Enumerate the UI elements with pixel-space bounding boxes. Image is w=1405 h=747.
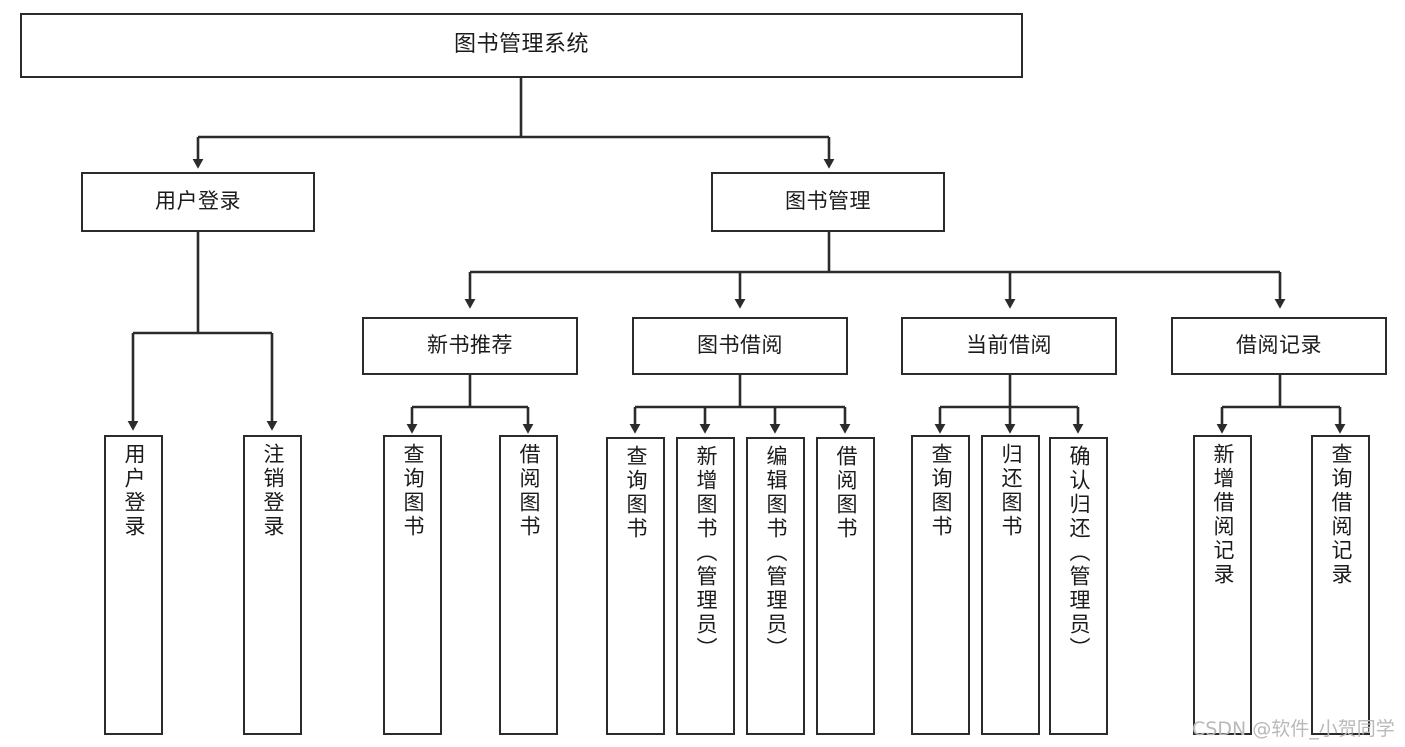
node-borrow-record[interactable]: 借阅记录 xyxy=(1171,317,1387,375)
leaf-user-login-signin[interactable]: 用户登录 xyxy=(104,435,163,735)
node-label: 查询借阅记录 xyxy=(1329,443,1353,587)
leaf-current-borrow-query[interactable]: 查询图书 xyxy=(911,435,970,735)
node-new-book-recommend[interactable]: 新书推荐 xyxy=(362,317,578,375)
node-label: 新增借阅记录 xyxy=(1211,443,1235,587)
node-label: 借阅图书 xyxy=(517,443,541,539)
leaf-current-borrow-return[interactable]: 归还图书 xyxy=(981,435,1040,735)
node-label: 归还图书 xyxy=(999,443,1023,539)
node-label: 确认归还（管理员） xyxy=(1067,445,1091,661)
node-label: 图书管理 xyxy=(785,189,871,214)
node-label: 用户登录 xyxy=(122,443,146,539)
leaf-new-book-query[interactable]: 查询图书 xyxy=(383,435,442,735)
leaf-book-borrow-edit[interactable]: 编辑图书（管理员） xyxy=(746,437,805,735)
leaf-new-book-borrow[interactable]: 借阅图书 xyxy=(499,435,558,735)
leaf-book-borrow-query[interactable]: 查询图书 xyxy=(606,437,665,735)
node-label: 借阅记录 xyxy=(1236,333,1322,358)
node-user-login[interactable]: 用户登录 xyxy=(81,172,315,232)
node-root-system[interactable]: 图书管理系统 xyxy=(20,13,1023,78)
leaf-borrow-record-add[interactable]: 新增借阅记录 xyxy=(1193,435,1252,735)
node-book-borrow[interactable]: 图书借阅 xyxy=(632,317,848,375)
node-label: 图书管理系统 xyxy=(453,32,589,58)
leaf-book-borrow-borrow[interactable]: 借阅图书 xyxy=(816,437,875,735)
node-current-borrow[interactable]: 当前借阅 xyxy=(901,317,1117,375)
node-label: 查询图书 xyxy=(401,443,425,539)
node-label: 图书借阅 xyxy=(697,333,783,358)
node-label: 新增图书（管理员） xyxy=(694,445,718,661)
node-label: 当前借阅 xyxy=(966,333,1052,358)
leaf-current-borrow-confirm-return[interactable]: 确认归还（管理员） xyxy=(1049,437,1108,735)
node-label: 借阅图书 xyxy=(834,445,858,541)
node-label: 编辑图书（管理员） xyxy=(764,445,788,661)
node-label: 查询图书 xyxy=(929,443,953,539)
node-label: 注销登录 xyxy=(261,443,285,539)
node-label: 用户登录 xyxy=(155,189,241,214)
node-label: 新书推荐 xyxy=(427,333,513,358)
leaf-user-login-signout[interactable]: 注销登录 xyxy=(243,435,302,735)
leaf-borrow-record-query[interactable]: 查询借阅记录 xyxy=(1311,435,1370,735)
leaf-book-borrow-add[interactable]: 新增图书（管理员） xyxy=(676,437,735,735)
csdn-watermark: CSDN @软件_小贺同学 xyxy=(1192,718,1395,740)
node-label: 查询图书 xyxy=(624,445,648,541)
node-book-management[interactable]: 图书管理 xyxy=(711,172,945,232)
